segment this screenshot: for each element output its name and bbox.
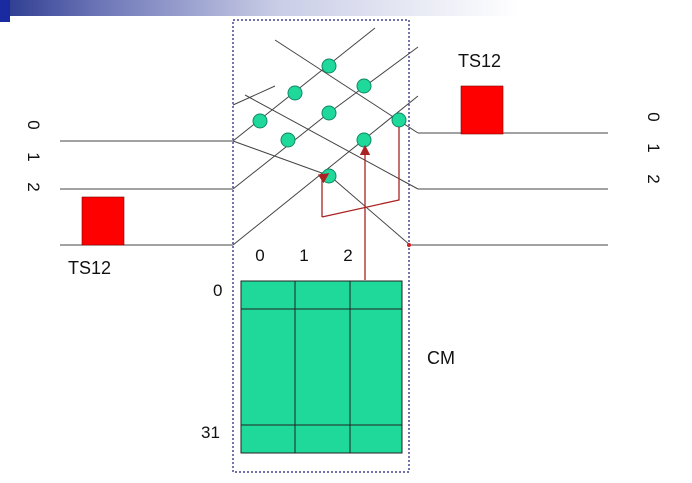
switch-column-label-2: 2 <box>343 246 352 265</box>
crosspoint-node <box>321 105 337 121</box>
control-memory-grid <box>241 281 402 453</box>
crosspoint-node <box>356 78 372 94</box>
switch-column-label-0: 0 <box>255 246 264 265</box>
control-arrows <box>317 127 400 280</box>
right-port-label-1: 1 <box>644 143 663 152</box>
left-ts-block <box>81 196 125 246</box>
right-ts-label: TS12 <box>458 51 501 71</box>
crosspoint-node <box>356 132 372 148</box>
crosspoint-node <box>287 85 303 101</box>
marker-dot <box>407 243 411 247</box>
title-accent-bar <box>0 0 692 16</box>
control-arrow-left <box>317 173 330 217</box>
control-memory <box>240 280 403 454</box>
crosspoint-node <box>391 112 407 128</box>
crosspoint-node <box>252 113 268 129</box>
left-port-label-0: 0 <box>24 120 43 129</box>
right-port-label-0: 0 <box>644 112 663 121</box>
control-memory-label: CM <box>427 348 455 368</box>
left-port-label-1: 1 <box>24 152 43 161</box>
switch-column-label-1: 1 <box>299 246 308 265</box>
control-path-right <box>321 127 400 218</box>
right-port-label-2: 2 <box>644 174 663 183</box>
memory-last-row-label: 31 <box>201 423 220 442</box>
crosspoint-node <box>321 58 337 74</box>
left-port-label-2: 2 <box>24 182 43 191</box>
memory-first-row-label: 0 <box>213 281 222 300</box>
right-ts-block <box>460 85 504 135</box>
title-accent-square <box>0 0 10 22</box>
crosspoint-nodes <box>252 58 407 184</box>
crosspoint-node <box>280 132 296 148</box>
left-ts-label: TS12 <box>68 258 111 278</box>
